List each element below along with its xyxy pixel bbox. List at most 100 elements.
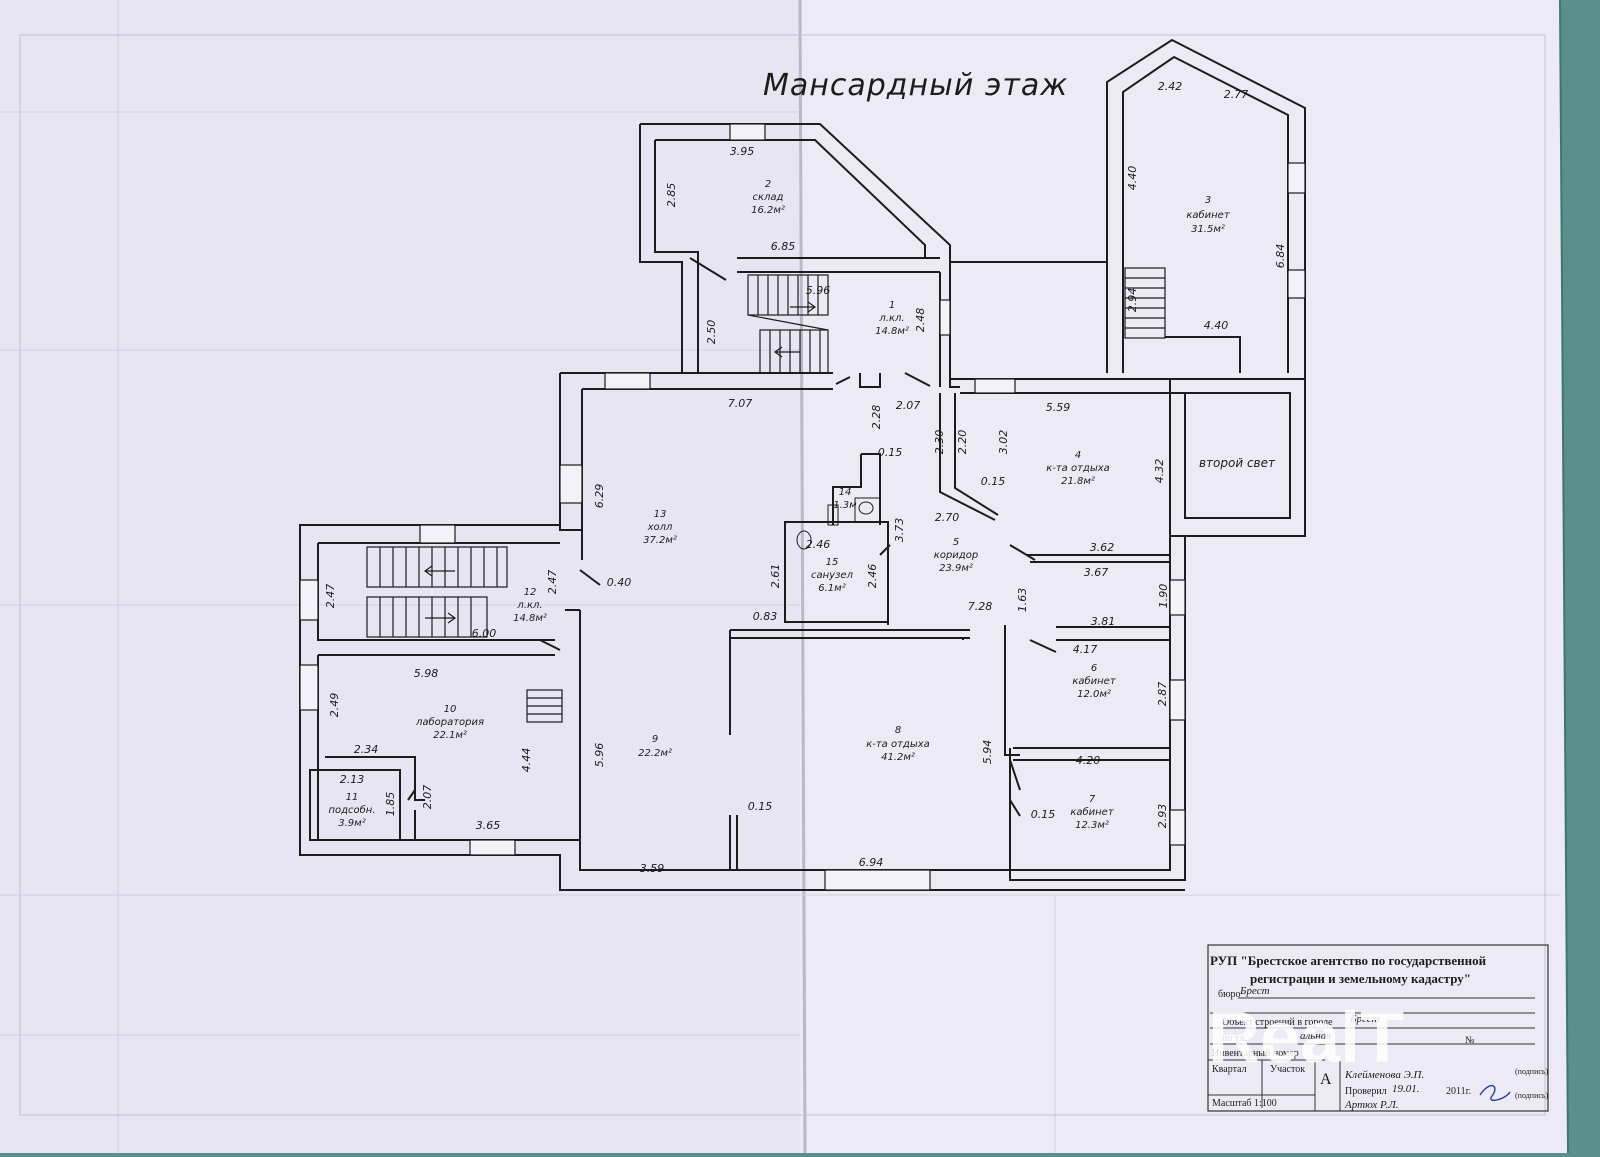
svg-text:9: 9 [652,734,658,745]
svg-text:холл: холл [647,522,673,533]
svg-text:11: 11 [346,792,359,803]
dimension: 2.13 [340,773,365,786]
stamp-executor: Клейменова Э.П. [1344,1069,1424,1081]
dimension: 4.17 [1073,643,1098,656]
svg-text:подсобн.: подсобн. [328,804,375,816]
dimension: 6.00 [472,627,497,640]
svg-text:к-та отдыха: к-та отдыха [1046,463,1110,474]
svg-text:5: 5 [953,537,959,548]
svg-text:22.2м²: 22.2м² [638,748,672,759]
dimension: 5.96 [593,743,606,768]
dimension: 6.85 [771,240,796,253]
dimension: 2.77 [1224,88,1249,101]
dimension: 5.98 [414,667,439,680]
dimension: 3.65 [476,819,501,832]
stamp-signature-label-1: (подпись) [1515,1067,1549,1076]
dimension: 3.81 [1091,615,1116,628]
dimension: 2.28 [870,405,883,430]
dimension: 2.94 [1126,288,1139,313]
title-block-stamp: РУП "Брестское агентство по государствен… [1207,944,1549,1112]
svg-text:7: 7 [1089,794,1096,805]
dimension: 4.44 [520,748,533,773]
stamp-quarter-label: Квартал [1212,1064,1247,1075]
dimension: 4.32 [1153,459,1166,484]
dimension: 1.63 [1016,588,1029,613]
dimension: 5.96 [806,284,831,297]
dimension: 2.34 [354,743,379,756]
room-7-label: 7 кабинет 12.3м² [1070,794,1115,831]
svg-text:22.1м²: 22.1м² [433,730,467,741]
svg-text:л.кл.: л.кл. [516,600,542,611]
signature-scribble [1479,1085,1511,1102]
dimension: 2.46 [806,538,831,551]
svg-text:12: 12 [524,587,537,598]
dimension: 2.30 [933,430,946,455]
svg-text:1.3м: 1.3м [833,500,857,511]
stamp-row3-value: альная [1300,1030,1331,1042]
dimension: 2.07 [896,399,921,412]
dimension: 3.95 [730,145,755,158]
svg-text:23.9м²: 23.9м² [939,563,973,574]
room-1-label: 1 л.кл. 14.8м² [875,300,909,337]
stamp-org-line-1: РУП "Брестское агентство по государствен… [1210,953,1487,968]
svg-text:14.8м²: 14.8м² [875,326,909,337]
dimension: 0.15 [748,800,773,813]
svg-text:1: 1 [889,300,895,311]
dimension: 6.94 [859,856,884,869]
dimension: 6.29 [593,484,606,509]
watermark-logo: RealT [1208,998,1404,1078]
room-8-label: 8 к-та отдыха 41.2м² [866,725,930,763]
dimension: 2.49 [328,693,341,718]
dimension: 2.50 [705,320,718,345]
svg-text:37.2м²: 37.2м² [643,535,677,546]
svg-text:14.8м²: 14.8м² [513,613,547,624]
room-14-label: 14 1.3м [833,487,857,511]
svg-text:14: 14 [839,487,852,498]
dimension: 3.73 [893,518,906,543]
dimension: 6.84 [1274,244,1287,269]
dimension: 2.20 [956,430,969,455]
dimension: 7.07 [728,397,753,410]
dimension: 5.94 [981,740,994,765]
stamp-checked-year: 2011г. [1446,1086,1471,1097]
room-6-label: 6 кабинет 12.0м² [1072,663,1117,700]
dimension: 2.47 [546,570,559,595]
stamp-checker: Артюх Р.Л. [1344,1099,1399,1111]
stamp-org-line-2: регистрации и земельному кадастру" [1250,971,1471,986]
dimension: 4.40 [1204,319,1229,332]
dimension: 3.59 [640,862,665,875]
svg-text:6.1м²: 6.1м² [818,583,845,594]
dimension: 0.15 [878,446,903,459]
room-5-label: 5 коридор 23.9м² [934,537,978,574]
dimension: 2.70 [935,511,960,524]
dimension-labels: 3.95 2.85 6.85 2.50 5.96 2.48 2.42 2.77 … [324,80,1287,875]
dimension: 7.28 [968,600,993,613]
stamp-row2-value: Брест [1349,1013,1380,1025]
svg-text:3: 3 [1205,195,1211,206]
dimension: 1.85 [384,792,397,817]
dimension: 3.62 [1090,541,1115,554]
room-9-label: 9 22.2м² [638,734,672,759]
svg-text:3.9м²: 3.9м² [338,818,365,829]
room-15-label: 15 санузел 6.1м² [811,557,854,594]
svg-text:лаборатория: лаборатория [415,716,484,728]
room-13-label: 13 холл 37.2м² [643,509,677,546]
room-labels: 1 л.кл. 14.8м² 2 склад 16.2м² 3 кабинет … [328,179,1276,831]
dimension: 5.59 [1046,401,1071,414]
room-12-label: 12 л.кл. 14.8м² [513,587,547,624]
svg-text:склад: склад [753,192,784,203]
svg-text:8: 8 [895,725,901,736]
svg-text:2: 2 [765,179,771,190]
dimension: 4.20 [1076,754,1101,767]
stamp-signature-label-2: (подпись) [1515,1091,1549,1100]
dimension: 2.47 [324,584,337,609]
stamp-checked-label: Проверил [1345,1086,1387,1097]
svg-text:41.2м²: 41.2м² [881,752,915,763]
dimension: 1.90 [1157,584,1170,609]
stamp-number-label: № [1465,1035,1475,1046]
stamp-checked-date: 19.01. [1392,1083,1420,1095]
dimension: 4.40 [1126,166,1139,191]
svg-text:15: 15 [826,557,839,568]
